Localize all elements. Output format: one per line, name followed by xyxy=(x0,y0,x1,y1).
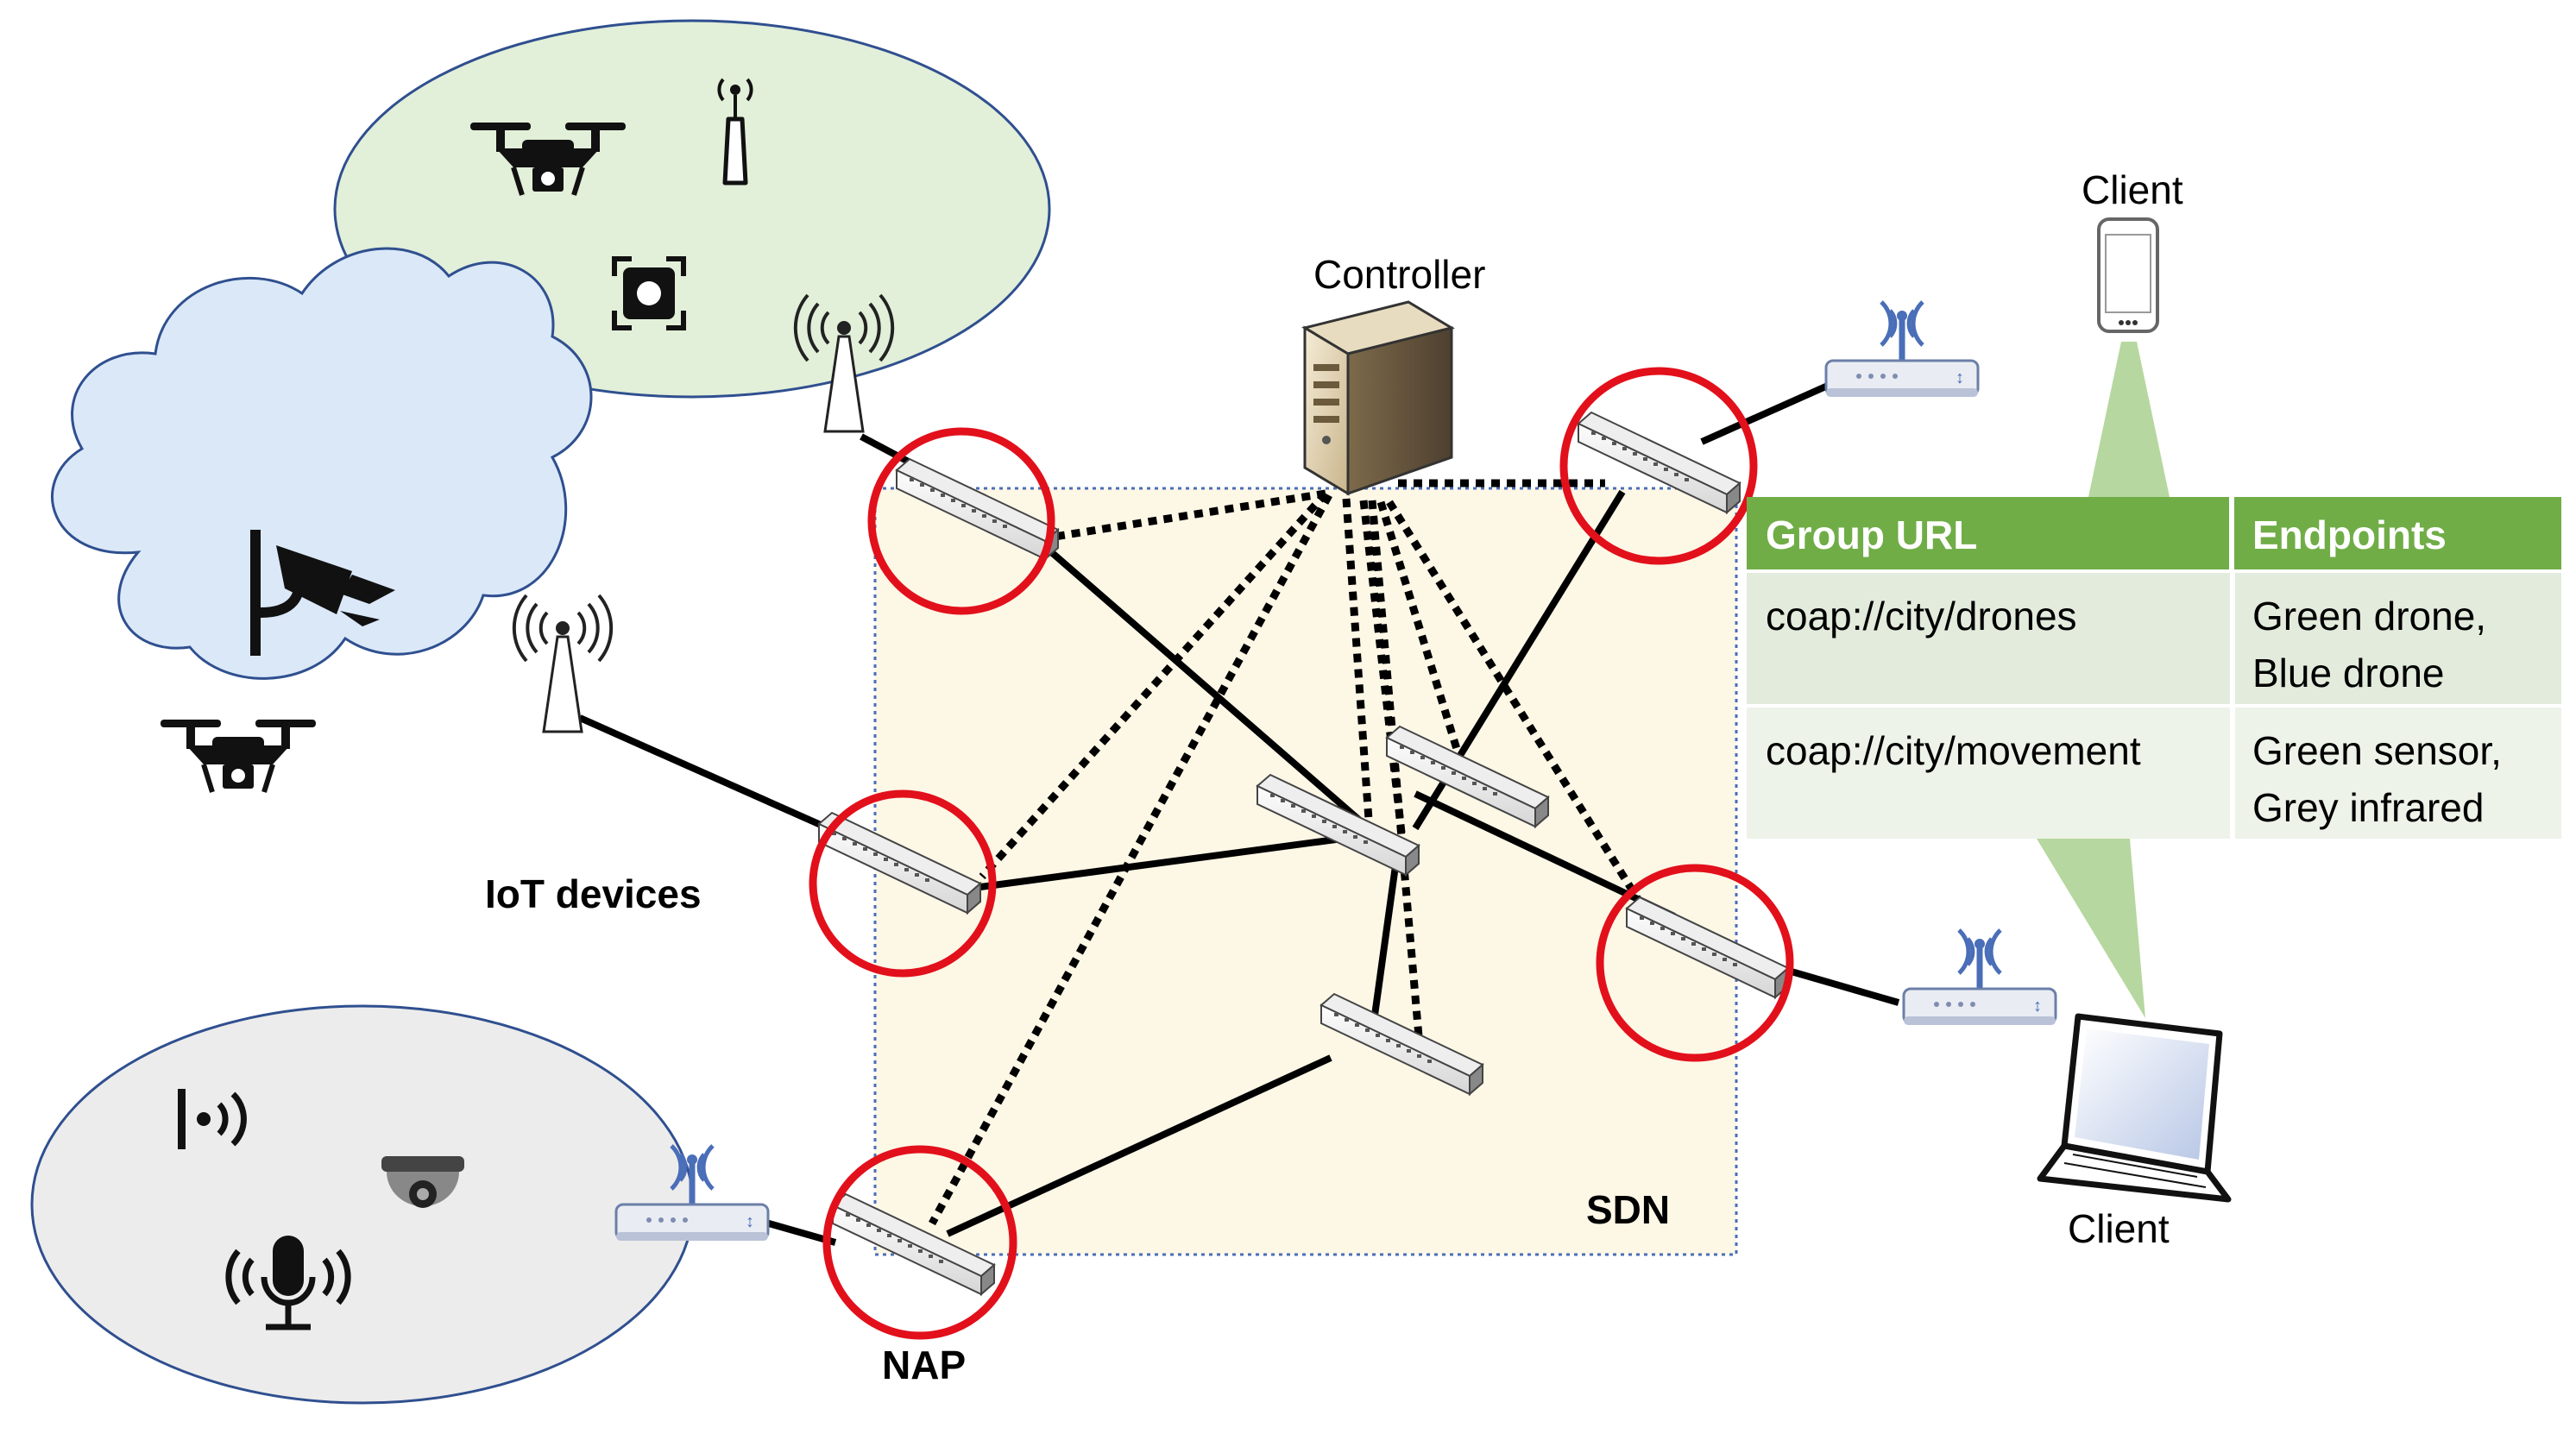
header-group-url: Group URL xyxy=(1766,513,1977,557)
row-endpoint: Green drone, xyxy=(2252,594,2486,638)
client-label-bottom: Client xyxy=(2068,1206,2170,1251)
nap-label: NAP xyxy=(882,1343,966,1387)
drone-icon xyxy=(161,720,316,792)
row-url: coap://city/movement xyxy=(1766,728,2141,773)
security-camera-icon xyxy=(250,530,395,656)
header-endpoints: Endpoints xyxy=(2252,513,2447,557)
highlight-ring xyxy=(1596,864,1794,1062)
highlight-ring xyxy=(822,1145,1017,1340)
row-endpoint: Green sensor, xyxy=(2252,728,2502,773)
dome-camera-icon xyxy=(381,1156,464,1208)
highlight-ring xyxy=(1559,367,1758,565)
router-icon xyxy=(1826,302,1978,397)
antenna-tower-icon xyxy=(512,594,614,733)
iot-devices-label: IoT devices xyxy=(485,871,702,916)
blue-cloud-cluster xyxy=(51,247,593,680)
controller-label: Controller xyxy=(1313,252,1485,297)
doorbell-icon xyxy=(178,1089,247,1149)
smartphone-icon xyxy=(2097,217,2159,333)
grey-cluster xyxy=(30,1004,695,1405)
row-endpoint: Grey infrared xyxy=(2252,785,2484,830)
table-header xyxy=(1747,497,2561,569)
laptop-icon xyxy=(2037,1013,2232,1203)
client-label-top: Client xyxy=(2082,167,2183,212)
row-url: coap://city/drones xyxy=(1766,594,2077,638)
highlight-ring xyxy=(867,427,1055,615)
group-table: Group URL Endpoints coap://city/drones G… xyxy=(1747,497,2561,839)
sdn-region xyxy=(873,487,1738,1256)
server-icon xyxy=(1301,300,1455,496)
microphone-icon xyxy=(225,1236,351,1330)
sensor-icon xyxy=(612,256,686,330)
router-icon xyxy=(1904,930,2056,1025)
highlight-ring xyxy=(809,789,997,978)
callout-beam xyxy=(2088,342,2170,497)
row-endpoint: Blue drone xyxy=(2252,651,2445,695)
sdn-label: SDN xyxy=(1586,1187,1670,1232)
antenna-icon xyxy=(717,78,753,186)
control-links xyxy=(929,479,1647,1226)
highlight-rings xyxy=(809,367,1794,1340)
callout-beam xyxy=(2037,839,2145,1018)
